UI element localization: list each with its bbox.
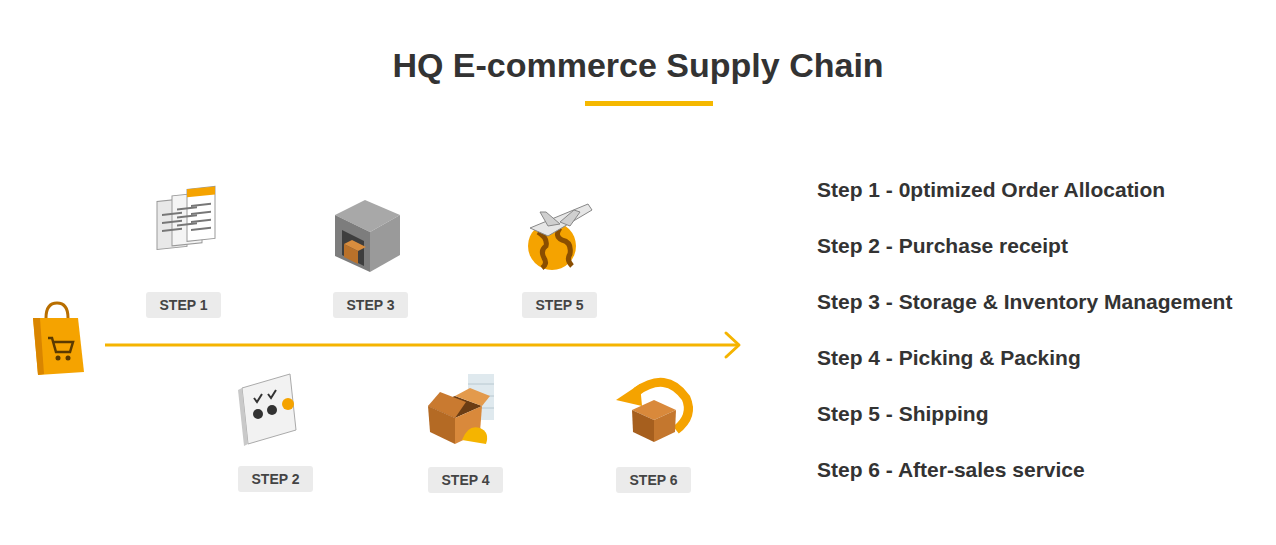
step-badge: STEP 3 [333, 292, 408, 318]
title-underline [585, 101, 713, 106]
step-badge: STEP 5 [522, 292, 597, 318]
diagram-title: HQ E-commerce Supply Chain [0, 46, 1276, 85]
flow-arrow [105, 333, 739, 357]
step-description: Step 2 - Purchase receipt [817, 234, 1068, 258]
plane-globe-icon [528, 204, 592, 270]
step-description: Step 5 - Shipping [817, 402, 989, 426]
checklist-icon [238, 374, 296, 446]
step-label: STEP 1 [146, 292, 221, 318]
step-badge: STEP 2 [238, 466, 313, 492]
return-icon [616, 382, 688, 442]
step-label: STEP 2 [238, 466, 313, 492]
step-label: STEP 6 [616, 467, 691, 493]
step-description: Step 4 - Picking & Packing [817, 346, 1081, 370]
step-label: STEP 3 [333, 292, 408, 318]
step-label: STEP 5 [522, 292, 597, 318]
documents-icon [157, 186, 215, 249]
bag-icon [33, 303, 84, 375]
warehouse-icon [335, 200, 400, 272]
step-description: Step 3 - Storage & Inventory Management [817, 290, 1232, 314]
step-description: Step 1 - 0ptimized Order Allocation [817, 178, 1165, 202]
step-description: Step 6 - After-sales service [817, 458, 1085, 482]
step-badge: STEP 4 [428, 467, 503, 493]
step-label: STEP 4 [428, 467, 503, 493]
packing-box-icon [428, 374, 494, 444]
step-badge: STEP 1 [146, 292, 221, 318]
step-badge: STEP 6 [616, 467, 691, 493]
